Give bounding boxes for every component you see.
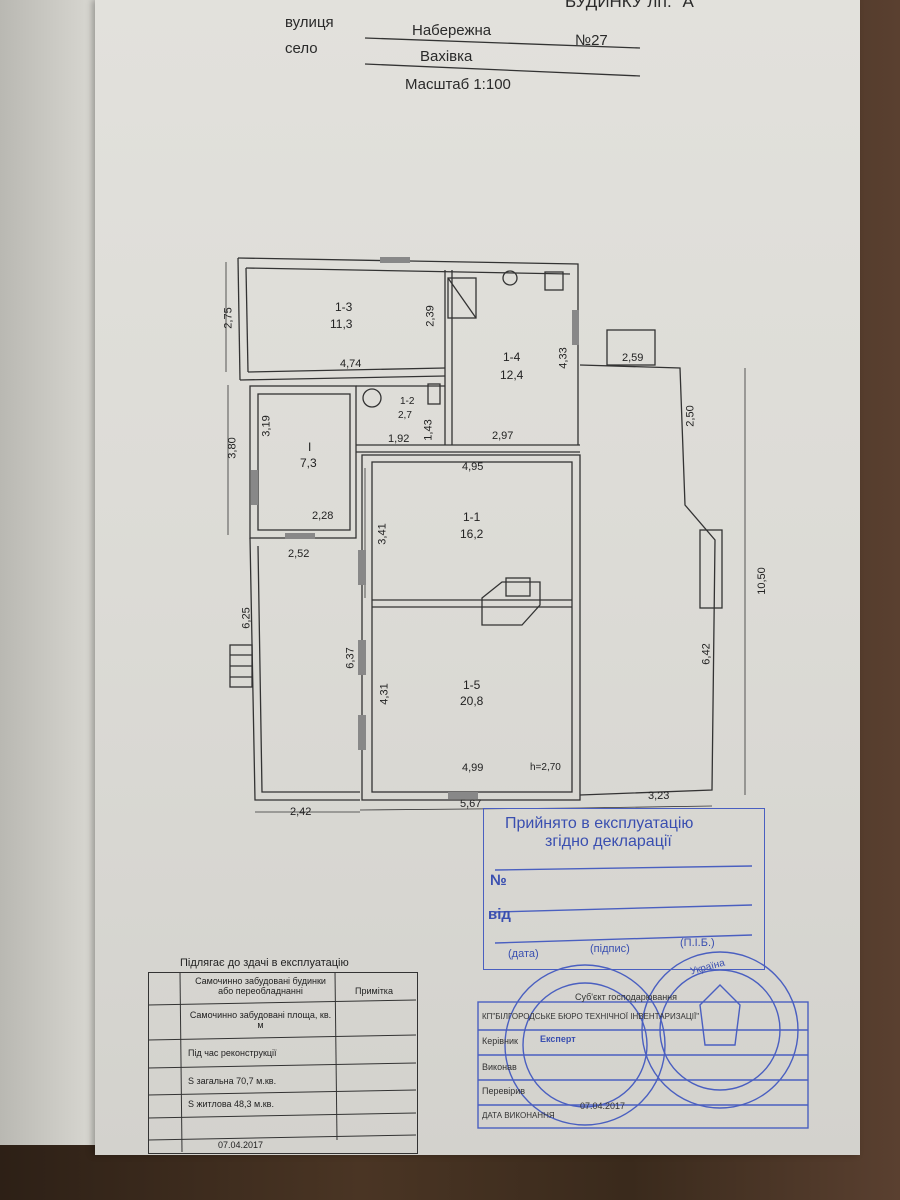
dim-5-67: 5,67 bbox=[460, 798, 482, 810]
table-row4: S загальна 70,7 м.кв. bbox=[188, 1076, 277, 1086]
dim-2-59: 2,59 bbox=[622, 352, 644, 364]
ceiling-height: h=2,70 bbox=[530, 762, 561, 773]
dim-1-43: 1,43 bbox=[422, 419, 435, 441]
room-1-2-id: 1-2 bbox=[400, 396, 415, 407]
dim-1-92: 1,92 bbox=[388, 433, 410, 445]
table-date: 07.04.2017 bbox=[218, 1140, 264, 1150]
stamp-checked: Перевірив bbox=[482, 1086, 526, 1096]
street-label: вулиця bbox=[285, 14, 334, 31]
stamp-date-hint: (дата) bbox=[508, 948, 539, 960]
stamp-line1: Прийнято в експлуатацію bbox=[505, 815, 694, 832]
table-row2: Самочинно забудовані площа, кв. м bbox=[189, 1010, 332, 1030]
document-title: БУДИНКУ літ. "А" bbox=[565, 0, 700, 11]
table-row3: Під час реконструкції bbox=[188, 1048, 277, 1058]
dim-4-33: 4,33 bbox=[557, 347, 570, 369]
dim-4-31: 4,31 bbox=[378, 683, 391, 705]
room-I-id: I bbox=[308, 440, 312, 454]
stamp-date-label: ДАТА ВИКОНАННЯ bbox=[482, 1111, 555, 1120]
table-row1: Самочинно забудовані будинки або переобл… bbox=[195, 976, 326, 996]
stamp-date: 07.04.2017 bbox=[580, 1101, 626, 1111]
dim-10-50: 10,50 bbox=[755, 567, 768, 595]
table-row5: S житлова 48,3 м.кв. bbox=[188, 1099, 274, 1109]
room-1-4-id: 1-4 bbox=[503, 350, 521, 364]
table-title: Підлягає до здачі в експлуатацію bbox=[180, 957, 349, 969]
stamp-sign-hint: (підпис) bbox=[590, 943, 630, 955]
dim-3-23: 3,23 bbox=[648, 790, 670, 802]
room-1-1-area: 16,2 bbox=[460, 527, 484, 541]
stamp-line2: згідно декларації bbox=[545, 833, 672, 850]
dim-2-39: 2,39 bbox=[424, 305, 437, 327]
dim-2-50: 2,50 bbox=[684, 405, 697, 427]
scale-label: Масштаб 1:100 bbox=[405, 76, 511, 93]
room-1-5-id: 1-5 bbox=[463, 678, 481, 692]
acceptance-table bbox=[148, 972, 418, 1154]
dim-6-25: 6,25 bbox=[240, 607, 253, 629]
dim-4-74: 4,74 bbox=[340, 358, 362, 370]
dim-4-95: 4,95 bbox=[462, 461, 484, 473]
stamp-head: Керівник bbox=[482, 1036, 518, 1046]
dim-3-41: 3,41 bbox=[376, 523, 389, 545]
stamp-number-label: № bbox=[490, 872, 507, 889]
stamp-done: Виконав bbox=[482, 1062, 517, 1072]
dim-2-75: 2,75 bbox=[222, 307, 235, 329]
street-value: Набережна bbox=[412, 22, 492, 39]
stamp-subject: Суб'єкт господарювання bbox=[575, 992, 678, 1002]
previous-page-edge bbox=[0, 0, 110, 1145]
room-1-2-area: 2,7 bbox=[398, 410, 412, 421]
dim-2-52: 2,52 bbox=[288, 548, 310, 560]
room-I-area: 7,3 bbox=[300, 456, 317, 470]
dim-2-42: 2,42 bbox=[290, 806, 312, 818]
village-value: Вахівка bbox=[420, 48, 473, 65]
stamp-from-label: від bbox=[488, 906, 511, 923]
dim-2-97: 2,97 bbox=[492, 430, 514, 442]
stamp-org: КП"БІЛГОРОДСЬКЕ БЮРО ТЕХНІЧНОЇ ІНВЕНТАРИ… bbox=[482, 1012, 700, 1021]
dim-2-28: 2,28 bbox=[312, 510, 334, 522]
room-1-4-area: 12,4 bbox=[500, 368, 524, 382]
room-1-3-id: 1-3 bbox=[335, 300, 353, 314]
house-number: №27 bbox=[575, 32, 608, 49]
document-page bbox=[95, 0, 860, 1155]
room-1-1-id: 1-1 bbox=[463, 510, 481, 524]
room-1-3-area: 11,3 bbox=[330, 317, 353, 331]
dim-3-19: 3,19 bbox=[260, 415, 273, 437]
table-note-header: Примітка bbox=[355, 986, 393, 996]
village-label: село bbox=[285, 40, 318, 57]
dim-6-42: 6,42 bbox=[700, 643, 713, 665]
dim-4-99: 4,99 bbox=[462, 762, 484, 774]
stamp-expert: Експерт bbox=[540, 1034, 576, 1044]
dim-6-37: 6,37 bbox=[344, 647, 357, 669]
stamp-name-hint: (П.І.Б.) bbox=[680, 937, 715, 949]
room-1-5-area: 20,8 bbox=[460, 694, 484, 708]
dim-3-80: 3,80 bbox=[226, 437, 239, 459]
acceptance-stamp bbox=[483, 808, 765, 970]
